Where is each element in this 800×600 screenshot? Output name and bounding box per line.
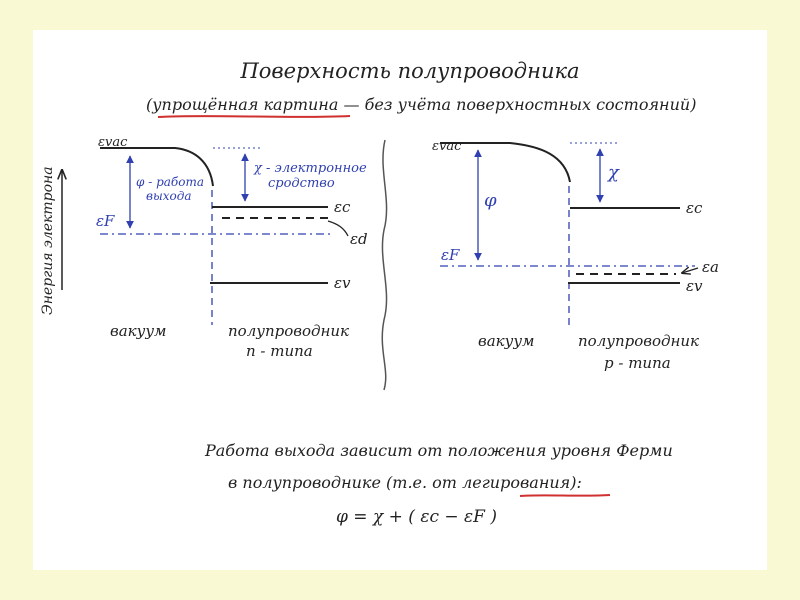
work-function-label-n: φ - работа	[136, 175, 204, 189]
donor-pointer-n	[327, 220, 349, 237]
note-line-1: Работа выхода зависит от положения уровн…	[204, 441, 673, 460]
subtitle-underlined: упрощённая картина	[151, 95, 338, 114]
evac-label-p: εvac	[432, 139, 462, 154]
affinity-label-p: χ	[606, 162, 620, 183]
ea-label-p: εa	[702, 258, 719, 276]
work-function-label-p: φ	[484, 190, 497, 211]
semiconductor-caption-p: полупроводник	[578, 332, 699, 350]
doping-underline	[519, 494, 611, 497]
divider-line	[381, 139, 388, 391]
note-doping-word: легирования	[462, 473, 570, 492]
evac-label-n: εvac	[98, 135, 128, 150]
note-line-2-pre: в полупроводнике (т.е. от	[228, 473, 457, 492]
subtitle-underline	[157, 115, 351, 118]
panel-p-type: εvac φ χ εc εF εa εv вакуум полупроводни…	[432, 139, 719, 372]
ev-label-n: εv	[334, 274, 351, 292]
affinity-label-n: χ - электронное	[253, 161, 367, 176]
type-caption-p: p - типа	[604, 354, 671, 372]
work-function-label2-n: выхода	[146, 189, 192, 203]
subtitle: (упрощённая картина — без учёта поверхно…	[146, 95, 696, 114]
panel-n-type: εvac φ - работа выхода χ - электронное с…	[96, 135, 368, 360]
vacuum-caption-p: вакуум	[478, 332, 534, 350]
ev-label-p: εv	[686, 277, 703, 295]
note-line-2-post: ):	[569, 473, 582, 492]
acceptor-pointer-p	[682, 268, 699, 273]
vacuum-level-n	[100, 147, 214, 187]
note-line-2: в полупроводнике (т.е. от легирования):	[228, 473, 582, 492]
vacuum-caption-n: вакуум	[110, 322, 166, 340]
semiconductor-caption-n: полупроводник	[228, 322, 349, 340]
ec-label-p: εc	[686, 199, 703, 217]
page-title: Поверхность полупроводника	[239, 59, 579, 83]
ec-label-n: εc	[334, 198, 351, 216]
ef-label-p: εF	[441, 246, 460, 264]
work-function-formula: φ = χ + ( εc − εF )	[336, 507, 497, 527]
vacuum-level-p	[440, 142, 571, 183]
subtitle-rest: — без учёта поверхностных состояний	[343, 95, 690, 114]
ed-label-n: εd	[350, 230, 368, 248]
paper-sheet	[33, 30, 767, 570]
energy-axis-label: Энергия электрона	[40, 166, 56, 315]
ef-label-n: εF	[96, 212, 115, 230]
type-caption-n: n - типа	[246, 342, 313, 360]
affinity-label2-n: сродство	[268, 176, 335, 191]
